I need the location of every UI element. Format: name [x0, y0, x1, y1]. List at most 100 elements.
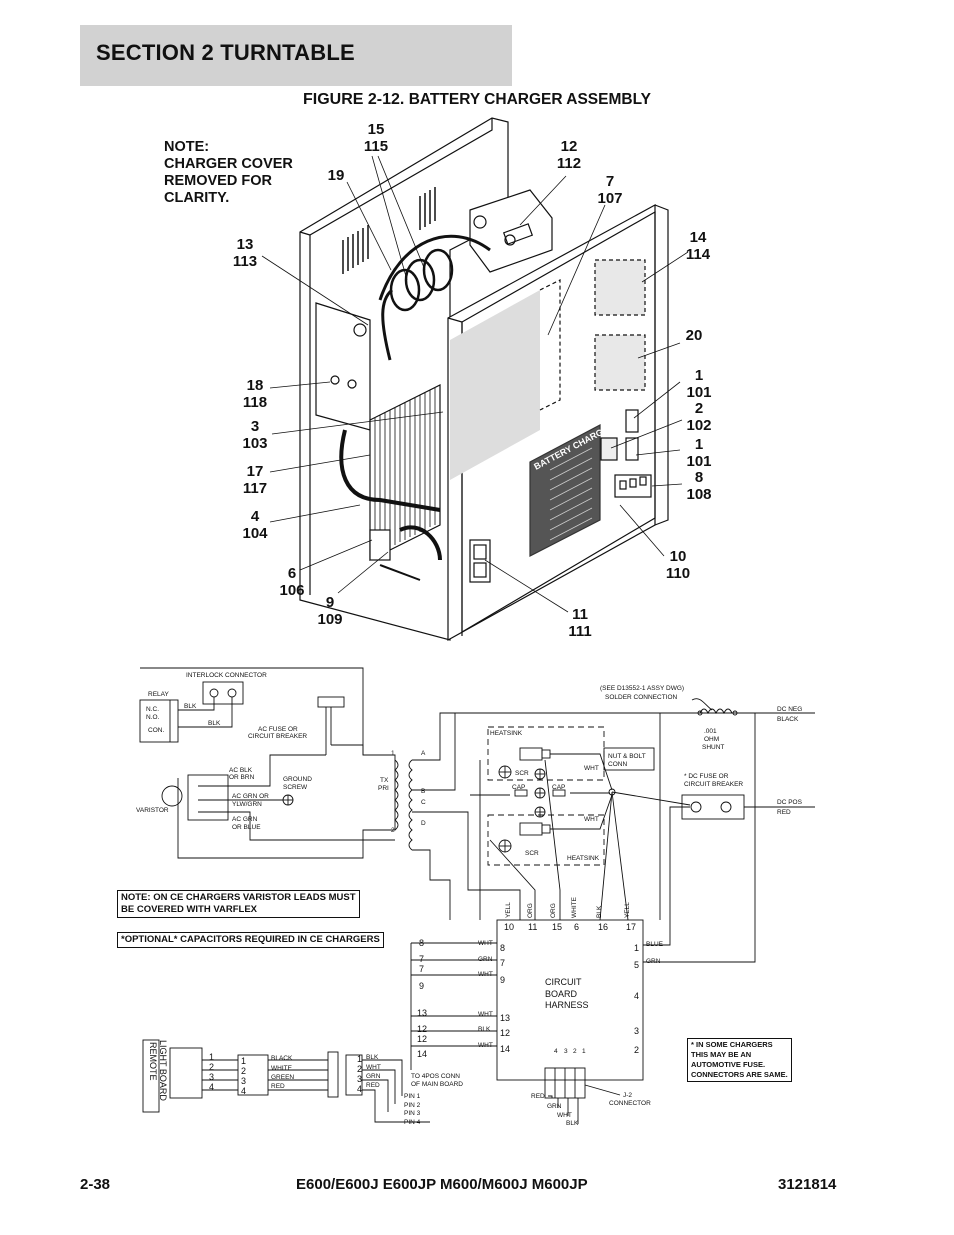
svg-text:CAP: CAP: [552, 784, 565, 791]
callout-7: 7 107: [597, 173, 623, 207]
svg-text:4: 4: [357, 1084, 362, 1094]
svg-text:1: 1: [357, 1054, 362, 1064]
page-number: 2-38: [80, 1176, 111, 1193]
svg-text:CON.: CON.: [148, 727, 164, 734]
svg-text:DC NEG: DC NEG: [777, 706, 802, 713]
svg-text:GRN: GRN: [646, 958, 661, 965]
svg-text:CIRCUIT BREAKER: CIRCUIT BREAKER: [684, 781, 743, 788]
svg-text:PIN 4: PIN 4: [404, 1119, 421, 1126]
svg-text:AC FUSE OR: AC FUSE OR: [258, 726, 298, 733]
svg-text:OR BRN: OR BRN: [229, 774, 255, 781]
svg-text:A: A: [421, 750, 426, 757]
board-label-2: BOARD: [545, 989, 578, 999]
varistor-note: NOTE: ON CE CHARGERS VARISTOR LEADS MUST…: [117, 890, 360, 918]
svg-text:YLW/GRN: YLW/GRN: [232, 801, 262, 808]
callout-17: 17 117: [242, 463, 268, 497]
svg-text:OHM: OHM: [704, 736, 719, 743]
svg-text:OR BLUE: OR BLUE: [232, 824, 261, 831]
svg-text:OF MAIN BOARD: OF MAIN BOARD: [411, 1081, 463, 1088]
callout-9: 9 109: [317, 594, 343, 628]
svg-text:12: 12: [417, 1024, 427, 1034]
assembly-note: NOTE: CHARGER COVER REMOVED FOR CLARITY.: [164, 139, 293, 206]
svg-text:14: 14: [417, 1049, 427, 1059]
svg-text:3: 3: [357, 1074, 362, 1084]
svg-text:WHT: WHT: [557, 1112, 572, 1119]
remote-label-2: LIGHT BOARD: [158, 1040, 168, 1101]
svg-text:BLK: BLK: [566, 1120, 579, 1127]
svg-text:WHT: WHT: [584, 816, 599, 823]
callout-8: 8 108: [686, 469, 712, 503]
svg-text:PRI: PRI: [378, 785, 389, 792]
svg-text:7: 7: [419, 964, 424, 974]
svg-text:CONN: CONN: [608, 761, 627, 768]
callout-14: 14 114: [685, 229, 711, 263]
svg-text:GROUND: GROUND: [283, 776, 312, 783]
svg-text:CIRCUIT BREAKER: CIRCUIT BREAKER: [248, 733, 307, 740]
svg-text:9: 9: [500, 975, 505, 985]
svg-text:10: 10: [504, 922, 514, 932]
svg-text:* DC FUSE OR: * DC FUSE OR: [684, 773, 729, 780]
svg-text:RED: RED: [531, 1093, 545, 1100]
svg-text:WHITE: WHITE: [571, 896, 578, 918]
svg-text:D: D: [421, 820, 426, 827]
svg-text:3: 3: [241, 1076, 246, 1086]
svg-text:GRN: GRN: [478, 956, 493, 963]
callout-20: 20: [685, 327, 703, 344]
svg-text:N.O.: N.O.: [146, 714, 160, 721]
callout-12: 12 112: [556, 138, 582, 172]
svg-text:BLK: BLK: [596, 905, 603, 918]
callout-2: 2 102: [686, 400, 712, 434]
svg-text:B: B: [421, 788, 425, 795]
callout-3: 3 103: [242, 418, 268, 452]
model-list: E600/E600J E600JP M600/M600J M600JP: [296, 1176, 588, 1193]
svg-text:PIN 3: PIN 3: [404, 1110, 421, 1117]
svg-text:3: 3: [634, 1026, 639, 1036]
svg-text:SCREW: SCREW: [283, 784, 308, 791]
callout-19: 19: [327, 167, 345, 184]
svg-text:3: 3: [209, 1072, 214, 1082]
svg-text:1: 1: [209, 1052, 214, 1062]
callout-18: 18 118: [242, 377, 268, 411]
callout-15: 15 115: [363, 121, 389, 155]
figure-title: FIGURE 2-12. BATTERY CHARGER ASSEMBLY: [0, 91, 954, 109]
svg-text:C: C: [421, 799, 426, 806]
callout-1b: 1 101: [686, 436, 712, 470]
svg-text:RED: RED: [777, 809, 791, 816]
svg-text:2: 2: [209, 1062, 214, 1072]
svg-text:2: 2: [241, 1066, 246, 1076]
svg-text:TO 4POS CONN: TO 4POS CONN: [411, 1073, 460, 1080]
svg-text:DC POS: DC POS: [777, 799, 803, 806]
svg-text:WHT: WHT: [584, 765, 599, 772]
svg-text:8: 8: [500, 943, 505, 953]
svg-text:SOLDER CONNECTION: SOLDER CONNECTION: [605, 694, 678, 701]
svg-text:AC BLK: AC BLK: [229, 767, 253, 774]
svg-text:7: 7: [419, 954, 424, 964]
callout-10: 10 110: [665, 548, 691, 582]
svg-text:6: 6: [574, 922, 579, 932]
svg-text:WHT: WHT: [478, 971, 493, 978]
svg-text:(SEE D13552-1 ASSY DWG): (SEE D13552-1 ASSY DWG): [600, 685, 684, 692]
svg-text:4: 4: [241, 1086, 246, 1096]
callout-1a: 1 101: [686, 367, 712, 401]
section-title: SECTION 2 TURNTABLE: [96, 40, 355, 65]
svg-text:16: 16: [598, 922, 608, 932]
svg-text:NUT & BOLT: NUT & BOLT: [608, 753, 646, 760]
svg-text:J-2: J-2: [623, 1092, 632, 1099]
svg-text:4: 4: [634, 991, 639, 1001]
svg-text:PIN 1: PIN 1: [404, 1093, 421, 1100]
svg-text:13: 13: [500, 1013, 510, 1023]
svg-text:BLUE: BLUE: [646, 941, 664, 948]
svg-text:BLK: BLK: [208, 720, 221, 727]
svg-text:AC GRN: AC GRN: [232, 816, 258, 823]
svg-text:11: 11: [528, 922, 537, 932]
svg-text:3: 3: [564, 1048, 568, 1055]
svg-text:WHT: WHT: [478, 1011, 493, 1018]
fuse-note: * IN SOME CHARGERS THIS MAY BE AN AUTOMO…: [687, 1038, 792, 1082]
svg-text:RELAY: RELAY: [148, 691, 169, 698]
board-label-3: HARNESS: [545, 1000, 589, 1010]
svg-text:HEATSINK: HEATSINK: [567, 855, 600, 862]
svg-text:4: 4: [209, 1082, 214, 1092]
svg-text:VARISTOR: VARISTOR: [136, 807, 169, 814]
figure-number: FIGURE 2-12.: [303, 91, 405, 108]
